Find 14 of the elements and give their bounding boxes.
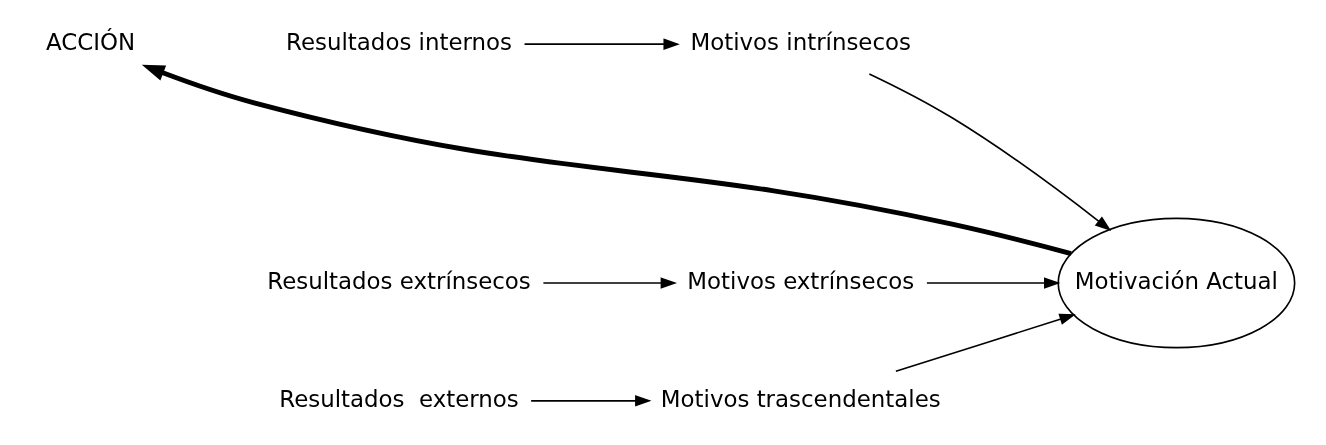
arrow bbox=[894, 313, 1076, 373]
node-text: ACCIÓN bbox=[45, 29, 135, 56]
arrow bbox=[542, 277, 677, 289]
node-text: Resultados extrínsecos bbox=[266, 268, 531, 295]
arrow bbox=[868, 73, 1111, 232]
arrow bbox=[141, 64, 1072, 256]
node-text: Resultados externos bbox=[278, 385, 519, 412]
arrow bbox=[925, 277, 1060, 289]
node-text: Motivos trascendentales bbox=[660, 385, 941, 412]
arrow bbox=[529, 395, 651, 407]
node-text: Motivos intrínsecos bbox=[689, 29, 911, 56]
arrow bbox=[523, 38, 680, 50]
node-text: Motivos extrínsecos bbox=[686, 268, 914, 295]
node-text: Resultados internos bbox=[285, 29, 512, 56]
